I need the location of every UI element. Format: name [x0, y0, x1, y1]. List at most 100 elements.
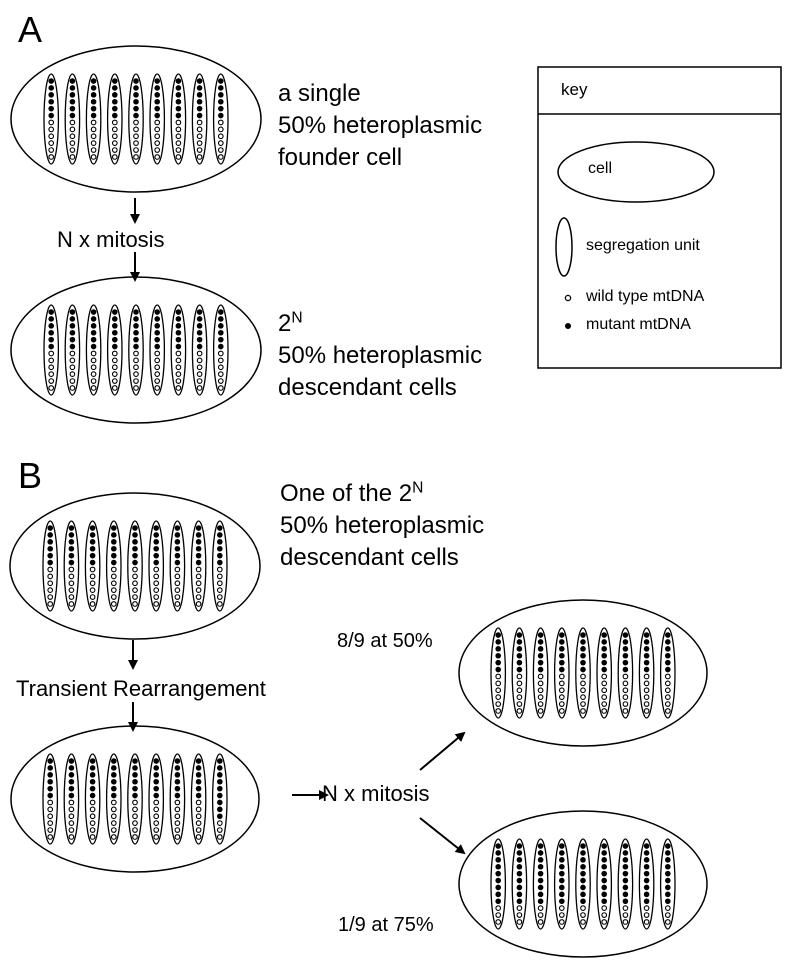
mutant-mtdna: [68, 758, 75, 764]
segregation-unit: [617, 627, 634, 719]
mutant-mtdna: [601, 870, 607, 877]
mutant-mtdna: [90, 336, 97, 343]
wild-type-mtdna: [196, 119, 203, 126]
mutant-mtdna: [47, 765, 53, 771]
wild-type-mtdna: [195, 806, 202, 813]
mutant-mtdna: [47, 532, 53, 538]
wild-type-mtdna: [133, 119, 139, 126]
mutant-mtdna: [665, 646, 671, 652]
wild-type-mtdna: [69, 140, 76, 146]
mutant-mtdna: [537, 884, 544, 891]
wild-type-mtdna: [132, 827, 138, 833]
wild-type-mtdna: [89, 601, 96, 607]
wild-type-mtdna: [110, 594, 117, 600]
mutant-mtdna: [537, 857, 544, 863]
mutant-mtdna: [601, 898, 607, 905]
wild-type-mtdna: [196, 350, 203, 357]
mutant-mtdna: [47, 758, 53, 764]
mutant-mtdna: [516, 850, 523, 856]
mutant-mtdna: [48, 323, 54, 329]
mutant-mtdna: [69, 309, 76, 315]
mutant-mtdna: [47, 552, 53, 559]
mutant-mtdna: [516, 898, 523, 905]
segregation-unit: [42, 520, 59, 612]
wild-type-mtdna: [175, 119, 182, 126]
wild-type-mtdna: [195, 566, 202, 573]
mutant-mtdna: [132, 559, 138, 566]
mutant-mtdna: [495, 639, 502, 645]
wild-type-mtdna: [664, 680, 671, 687]
wild-type-mtdna: [558, 687, 565, 694]
segregation-unit: [127, 753, 143, 845]
wild-type-mtdna: [132, 806, 138, 813]
mutant-mtdna: [175, 85, 182, 91]
wild-type-mtdna: [580, 708, 586, 714]
mutant-mtdna: [559, 857, 565, 863]
wild-type-mtdna: [90, 350, 97, 357]
wild-type-mtdna: [132, 820, 138, 827]
mutant-mtdna: [132, 532, 138, 538]
mutant-mtdna: [580, 666, 586, 673]
wild-type-mtdna: [174, 820, 181, 827]
mutant-mtdna: [153, 539, 159, 545]
outcome-bottom-label: 1/9 at 75%: [338, 914, 434, 936]
wild-type-mtdna: [90, 378, 97, 384]
mutant-mtdna: [217, 525, 223, 531]
outcome-top-cell-membrane: [458, 599, 708, 747]
mutant-mtdna: [537, 863, 544, 870]
wild-type-mtdna: [111, 147, 118, 153]
wild-type-mtdna: [47, 587, 54, 594]
wild-type-mtdna: [133, 378, 139, 384]
mutant-mtdna: [196, 329, 203, 336]
mutant-mtdna: [643, 843, 650, 849]
mutant-mtdna: [495, 666, 502, 673]
mutant-mtdna: [218, 85, 224, 91]
segregation-unit: [84, 520, 101, 612]
wild-type-mtdna: [90, 140, 97, 146]
mutant-mtdna: [516, 857, 523, 863]
wild-type-mtdna: [174, 813, 181, 820]
wild-type-mtdna: [195, 813, 202, 820]
wild-type-mtdna: [195, 587, 202, 594]
wild-type-mtdna: [216, 820, 223, 827]
wild-type-mtdna: [132, 594, 138, 600]
wild-type-mtdna: [495, 673, 502, 680]
mutant-mtdna: [196, 112, 203, 119]
wild-type-mtdna: [196, 385, 203, 391]
segregation-unit: [84, 753, 101, 845]
wild-type-mtdna: [217, 364, 224, 371]
wild-type-mtdna: [89, 813, 96, 820]
mutant-mtdna: [153, 545, 159, 552]
wild-type-mtdna: [174, 834, 181, 840]
wild-type-mtdna: [89, 820, 96, 827]
wild-type-mtdna: [89, 806, 96, 813]
wild-type-mtdna: [495, 912, 502, 918]
outcome-top-label: 8/9 at 50%: [337, 630, 433, 652]
wild-type-mtdna: [516, 680, 523, 687]
wild-type-mtdna: [537, 912, 544, 918]
mutant-mtdna: [132, 765, 138, 771]
wild-type-mtdna: [558, 708, 565, 714]
segregation-unit: [490, 838, 507, 930]
wild-type-mtdna: [111, 350, 118, 357]
wild-type-mtdna: [69, 357, 76, 364]
wild-type-mtdna: [516, 708, 523, 714]
mutant-mtdna: [601, 877, 607, 884]
mutant-mtdna: [68, 552, 75, 559]
wild-type-mtdna: [175, 154, 182, 160]
wild-type-mtdna: [111, 357, 118, 364]
wild-type-mtdna: [89, 799, 96, 806]
mutant-mtdna: [154, 105, 160, 112]
key-title: key: [561, 80, 588, 99]
mutant-mtdna: [622, 639, 629, 645]
wild-type-mtdna: [601, 694, 608, 701]
mutant-mtdna: [196, 92, 203, 98]
outcome-bottom-cell-membrane: [458, 810, 708, 958]
wild-type-mtdna: [643, 673, 650, 680]
mutant-mtdna: [69, 329, 76, 336]
mutant-mtdna: [153, 772, 159, 778]
segregation-unit: [575, 627, 591, 719]
mutant-mtdna: [48, 343, 54, 350]
mutant-mtdna: [622, 891, 629, 898]
wild-type-mtdna: [580, 694, 586, 701]
